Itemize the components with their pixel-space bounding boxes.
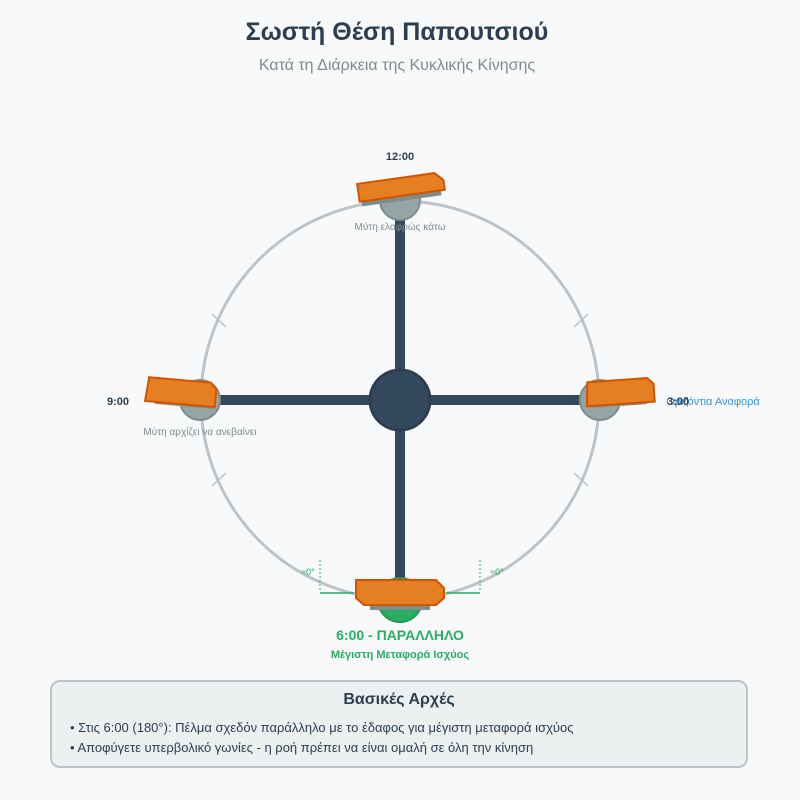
clock-label-12: 12:00 bbox=[386, 151, 414, 163]
principle-item-2: • Αποφύγετε υπερβολικό γωνίες - η ροή πρ… bbox=[70, 740, 534, 755]
circle-tick-marks bbox=[211, 313, 589, 487]
shoe-top bbox=[356, 172, 446, 207]
page-subtitle: Κατά τη Διάρκεια της Κυκλικής Κίνησης bbox=[259, 57, 536, 74]
page-title: Σωστή Θέση Παπουτσιού bbox=[246, 18, 549, 46]
tick-mark-lower-left bbox=[211, 472, 227, 487]
pedal-top bbox=[356, 172, 446, 221]
tick-mark-upper-right bbox=[573, 313, 589, 328]
clock-label-3: 3:00 bbox=[667, 396, 689, 408]
shoe-left bbox=[143, 376, 218, 410]
tick-mark-lower-right bbox=[573, 472, 589, 487]
principles-title: Βασικές Αρχές bbox=[343, 691, 455, 708]
note-left: Μύτη αρχίζει να ανεβαίνει bbox=[143, 426, 256, 438]
pedal-right bbox=[579, 377, 656, 421]
crank-hub bbox=[368, 368, 432, 432]
bottom-position-sublabel: Μέγιστη Μεταφορά Ισχύος bbox=[331, 649, 470, 661]
pedal-left bbox=[143, 376, 221, 421]
angle-marker-left: ≈0° bbox=[301, 567, 315, 577]
horizontal-reference-label: Οριζόντια Αναφορά bbox=[666, 396, 760, 408]
bottom-position-label: 6:00 - ΠΑΡΑΛΛΗΛΟ bbox=[336, 627, 464, 643]
clock-label-9: 9:00 bbox=[107, 396, 129, 408]
pedal-bottom bbox=[355, 577, 445, 623]
note-top: Μύτη ελαφρώς κάτω bbox=[354, 221, 445, 233]
principles-box: Βασικές Αρχές • Στις 6:00 (180°): Πέλμα … bbox=[50, 680, 748, 768]
tick-mark-upper-left bbox=[211, 313, 227, 328]
angle-reference-lines bbox=[319, 560, 481, 594]
shoe-right bbox=[585, 377, 656, 408]
principle-item-1: • Στις 6:00 (180°): Πέλμα σχεδόν παράλλη… bbox=[70, 720, 574, 735]
shoe-bottom bbox=[355, 579, 445, 610]
angle-marker-right: ≈0° bbox=[490, 567, 504, 577]
